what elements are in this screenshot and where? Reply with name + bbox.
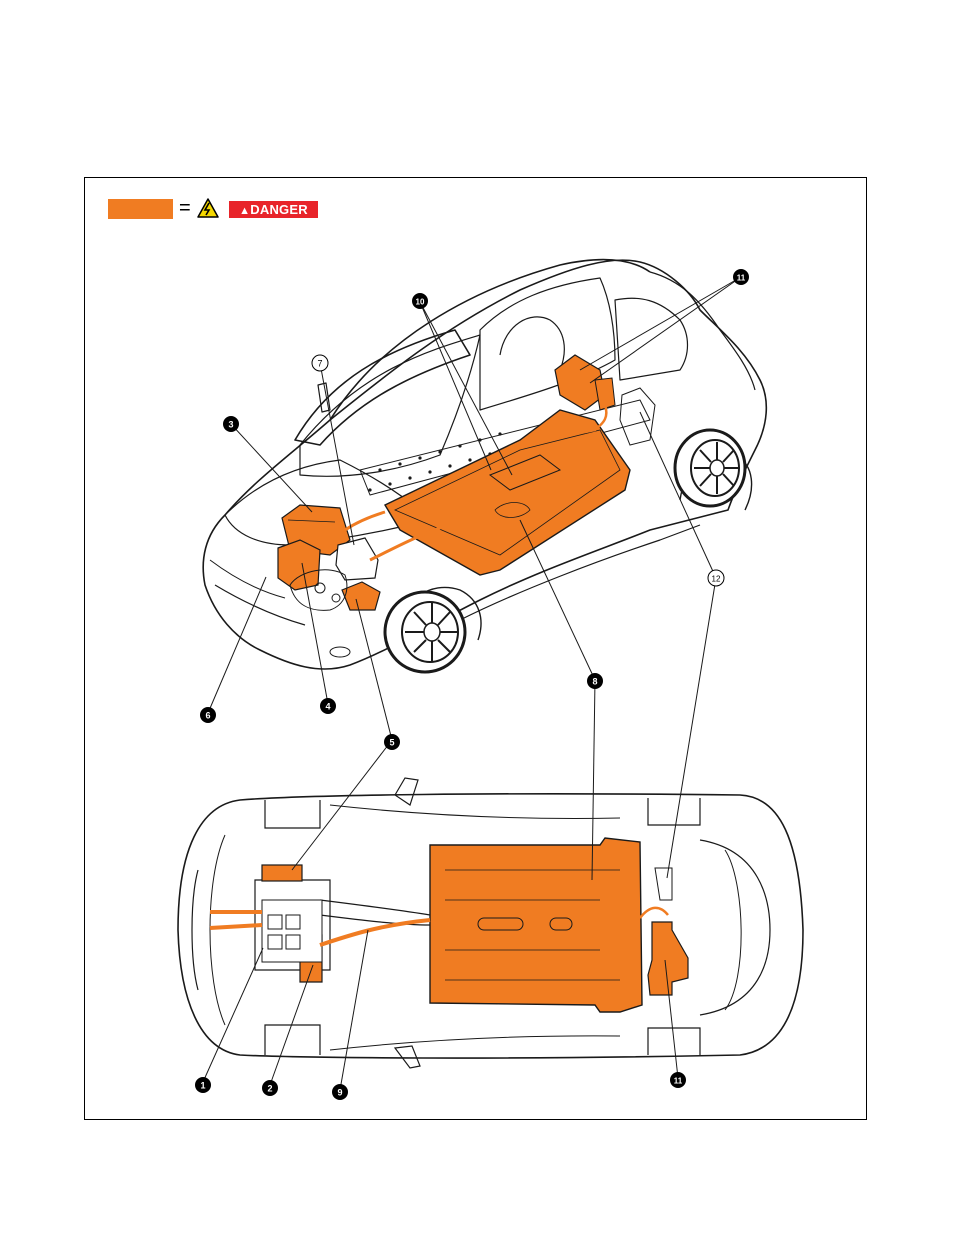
ptc-heater-perspective xyxy=(620,388,655,445)
compressor-underside xyxy=(262,865,302,881)
ptc-heater-underside xyxy=(655,868,672,900)
svg-text:2: 2 xyxy=(267,1084,272,1094)
callout-1: 1 xyxy=(195,1077,211,1093)
svg-text:7: 7 xyxy=(317,359,322,369)
svg-text:1: 1 xyxy=(200,1081,205,1091)
inverter-perspective xyxy=(278,540,320,590)
rear-wheel xyxy=(675,430,745,506)
motor-unit-underside xyxy=(262,900,322,962)
callout-6: 6 xyxy=(200,707,216,723)
hv-battery-pack-underside xyxy=(430,838,642,1012)
callout-11-bottom: 11 xyxy=(670,1072,686,1088)
svg-text:6: 6 xyxy=(205,711,210,721)
hv-battery-pack-perspective xyxy=(385,410,630,575)
callout-10: 10 xyxy=(412,293,428,309)
callout-9: 9 xyxy=(332,1084,348,1100)
callout-11-top: 11 xyxy=(733,269,749,285)
callout-3: 3 xyxy=(223,416,239,432)
svg-text:8: 8 xyxy=(592,677,597,687)
svg-text:3: 3 xyxy=(228,420,233,430)
callout-8: 8 xyxy=(587,673,603,689)
svg-text:5: 5 xyxy=(389,738,394,748)
svg-text:11: 11 xyxy=(674,1077,683,1086)
callout-2: 2 xyxy=(262,1080,278,1096)
svg-text:10: 10 xyxy=(416,298,425,307)
callout-12: 12 xyxy=(708,570,724,586)
callout-5: 5 xyxy=(384,734,400,750)
hv-service-plug-underside xyxy=(640,908,688,995)
svg-text:11: 11 xyxy=(737,274,746,283)
callout-7: 7 xyxy=(312,355,328,371)
callout-4: 4 xyxy=(320,698,336,714)
svg-text:4: 4 xyxy=(325,702,330,712)
svg-text:12: 12 xyxy=(712,575,721,584)
compressor-perspective xyxy=(342,582,380,610)
svg-text:9: 9 xyxy=(337,1088,342,1098)
front-wheel xyxy=(385,592,465,672)
